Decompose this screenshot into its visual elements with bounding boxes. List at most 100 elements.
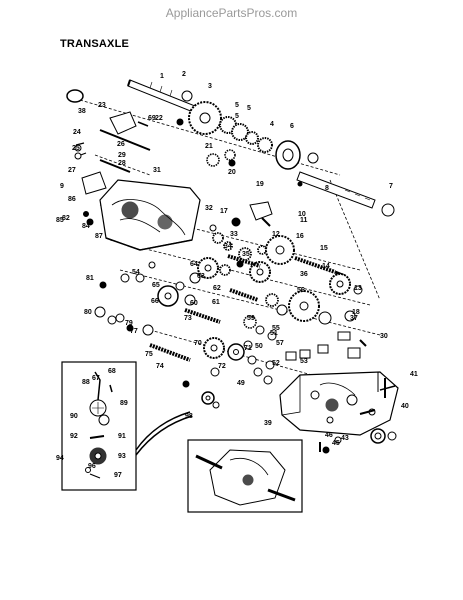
part-number-label: 98 — [185, 413, 193, 420]
part-number-label: 5 — [247, 105, 251, 112]
part-number-label: 25 — [72, 145, 80, 152]
part-number-label: 38 — [78, 108, 86, 115]
part-number-label: 88 — [82, 379, 90, 386]
part-number-label: 24 — [73, 129, 81, 136]
part-number-label: 23 — [98, 102, 106, 109]
part-number-label: 43 — [341, 435, 349, 442]
part-number-label: 57 — [276, 340, 284, 347]
part-number-label: 11 — [300, 217, 308, 224]
part-number-label: 75 — [145, 351, 153, 358]
part-number-label: 34 — [224, 243, 232, 250]
part-number-label: 32 — [205, 205, 213, 212]
part-number-label: 70 — [194, 340, 202, 347]
part-number-label: 20 — [228, 169, 236, 176]
part-number-label: 91 — [118, 433, 126, 440]
part-number-label: 10 — [298, 211, 306, 218]
part-number-label: 5 — [235, 102, 239, 109]
part-number-label: 45 — [332, 440, 340, 447]
part-number-label: 39 — [264, 420, 272, 427]
part-number-label: 71 — [244, 345, 252, 352]
part-number-label: 96 — [88, 463, 96, 470]
part-number-label: 51 — [270, 330, 278, 337]
part-number-label: 59 — [247, 315, 255, 322]
part-number-label: 21 — [205, 143, 213, 150]
part-number-label: 82 — [62, 215, 70, 222]
part-number-label: 13 — [354, 285, 362, 292]
part-number-label: 69 — [148, 115, 156, 122]
part-number-label: 50 — [255, 343, 263, 350]
part-number-label: 92 — [70, 433, 78, 440]
part-number-label: 14 — [322, 263, 330, 270]
part-number-label: 49 — [237, 380, 245, 387]
part-number-label: 3 — [208, 83, 212, 90]
part-number-label: 9 — [60, 183, 64, 190]
part-number-label: 94 — [56, 455, 64, 462]
part-number-label: 15 — [320, 245, 328, 252]
part-number-label: 89 — [120, 400, 128, 407]
shift-assembly-inset — [61, 361, 137, 491]
gear-3 — [188, 101, 222, 135]
part-number-label: 67 — [92, 375, 100, 382]
part-number-label: 68 — [108, 368, 116, 375]
part-number-label: 29 — [118, 152, 126, 159]
part-number-label: 56 — [297, 287, 305, 294]
part-number-label: 61 — [212, 299, 220, 306]
part-number-label: 31 — [153, 167, 161, 174]
part-number-label: 62 — [213, 285, 221, 292]
part-number-label: 2 — [182, 71, 186, 78]
part-number-label: 84 — [82, 223, 90, 230]
assembled-transaxle-inset — [187, 439, 303, 513]
part-number-label: 80 — [84, 309, 92, 316]
part-number-label: 12 — [272, 231, 280, 238]
part-number-label: 19 — [256, 181, 264, 188]
part-number-label: 55 — [272, 325, 280, 332]
part-number-label: 86 — [68, 196, 76, 203]
part-number-label: 77 — [130, 328, 138, 335]
part-number-label: 36 — [300, 271, 308, 278]
part-number-label: 66 — [151, 298, 159, 305]
part-number-label: 28 — [118, 160, 126, 167]
part-number-label: 27 — [68, 167, 76, 174]
diagram-title: TRANSAXLE — [60, 38, 130, 50]
part-number-label: 63 — [197, 273, 205, 280]
upper-housing — [99, 179, 201, 251]
part-number-label: 4 — [270, 121, 274, 128]
part-number-label: 53 — [300, 358, 308, 365]
part-number-label: 85 — [56, 217, 64, 224]
part-number-label: 87 — [95, 233, 103, 240]
part-number-label: 79 — [125, 320, 133, 327]
gear-row-middle — [189, 232, 295, 284]
part-number-label: 97 — [114, 472, 122, 479]
part-number-label: 16 — [296, 233, 304, 240]
part-number-label: 5 — [235, 113, 239, 120]
part-number-label: 35 — [242, 251, 250, 258]
part-number-label: 26 — [117, 141, 125, 148]
hub-6 — [275, 140, 301, 170]
part-number-label: 52 — [272, 360, 280, 367]
part-number-label: 46 — [325, 432, 333, 439]
part-number-label: 54 — [132, 269, 140, 276]
part-number-label: 1 — [160, 73, 164, 80]
part-number-label: 18 — [352, 309, 360, 316]
part-number-label: 72 — [218, 363, 226, 370]
part-number-label: 37 — [350, 315, 358, 322]
part-number-label: 6 — [290, 123, 294, 130]
part-number-label: 64 — [190, 261, 198, 268]
part-number-label: 73 — [184, 315, 192, 322]
lower-housing — [279, 371, 399, 436]
part-number-label: 74 — [156, 363, 164, 370]
part-number-label: 40 — [401, 403, 409, 410]
site-watermark: AppliancePartsPros.com — [165, 6, 298, 20]
part-number-label: 81 — [86, 275, 94, 282]
part-number-label: 17 — [220, 208, 228, 215]
part-number-label: 8 — [325, 185, 329, 192]
part-number-label: 30 — [380, 333, 388, 340]
axle-right — [296, 171, 395, 217]
part-number-label: 41 — [410, 371, 418, 378]
part-number-label: 22 — [155, 115, 163, 122]
part-number-label: 7 — [389, 183, 393, 190]
part-number-label: 93 — [118, 453, 126, 460]
part-number-label: 60 — [190, 300, 198, 307]
